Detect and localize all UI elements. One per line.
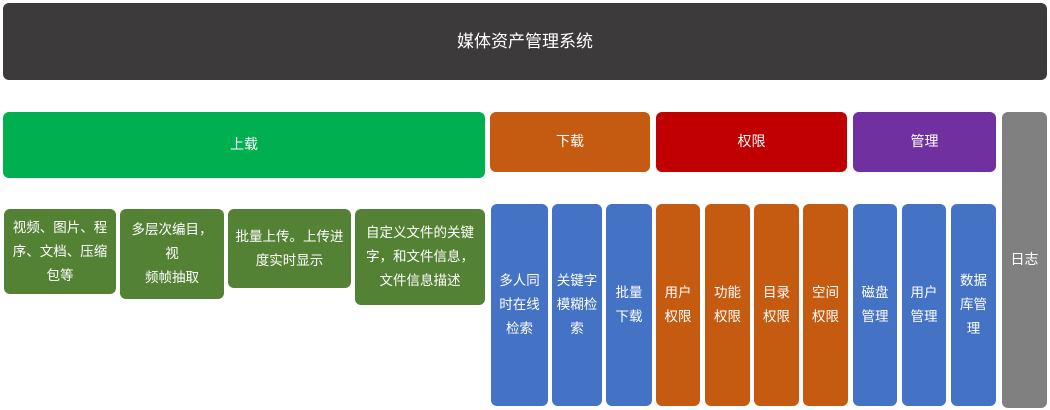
download-item: 批量 下载: [606, 204, 652, 406]
manage-item: 用户 管理: [902, 204, 946, 406]
download-item: 多人同 时在线 检索: [491, 204, 548, 406]
manage-item: 磁盘 管理: [853, 204, 897, 406]
system-title: 媒体资产管理系统: [3, 3, 1047, 80]
permission-item: 功能 权限: [705, 204, 750, 406]
upload-item: 批量上传。上传进 度实时显示: [228, 209, 351, 288]
download-header: 下载: [490, 112, 650, 172]
permission-item: 用户 权限: [656, 204, 700, 406]
permission-item: 空间 权限: [803, 204, 848, 406]
manage-header: 管理: [853, 112, 996, 172]
log-box: 日志: [1002, 112, 1047, 408]
upload-header: 上载: [3, 112, 485, 178]
permission-item: 目录 权限: [754, 204, 799, 406]
manage-item: 数据 库管 理: [951, 204, 996, 406]
permission-header: 权限: [656, 112, 847, 172]
download-item: 关键字 模糊检 索: [552, 204, 602, 406]
upload-item: 自定义文件的关键 字，和文件信息， 文件信息描述: [355, 209, 485, 305]
upload-item: 多层次编目，视 频帧抽取: [120, 209, 224, 299]
upload-item: 视频、图片、程 序、文档、压缩 包等: [4, 209, 116, 294]
